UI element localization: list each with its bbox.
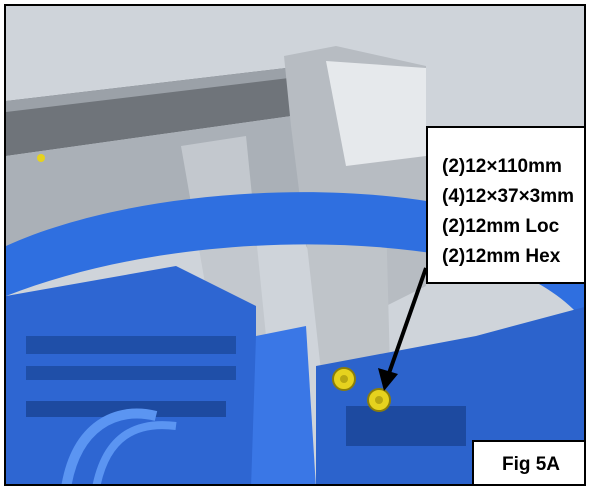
figure-frame: (2)12×110mm (4)12×37×3mm (2)12mm Loc (2)… (4, 4, 586, 486)
cross-tube (6, 68, 306, 156)
hardware-callout: (2)12×110mm (4)12×37×3mm (2)12mm Loc (2)… (426, 126, 584, 284)
arrow-head (378, 368, 398, 391)
bolt-small (37, 154, 45, 162)
pointer-arrow (386, 267, 428, 377)
hose (61, 408, 158, 484)
callout-line-3: (2)12mm Loc (442, 216, 560, 237)
figure-label: Fig 5A (472, 440, 584, 484)
vertical-post (251, 326, 316, 484)
callout-line-1: (2)12×110mm (442, 156, 562, 177)
bracket-face (326, 61, 426, 166)
callout-line-2: (4)12×37×3mm (442, 186, 575, 207)
callout-line-4: (2)12mm Hex (442, 246, 561, 267)
